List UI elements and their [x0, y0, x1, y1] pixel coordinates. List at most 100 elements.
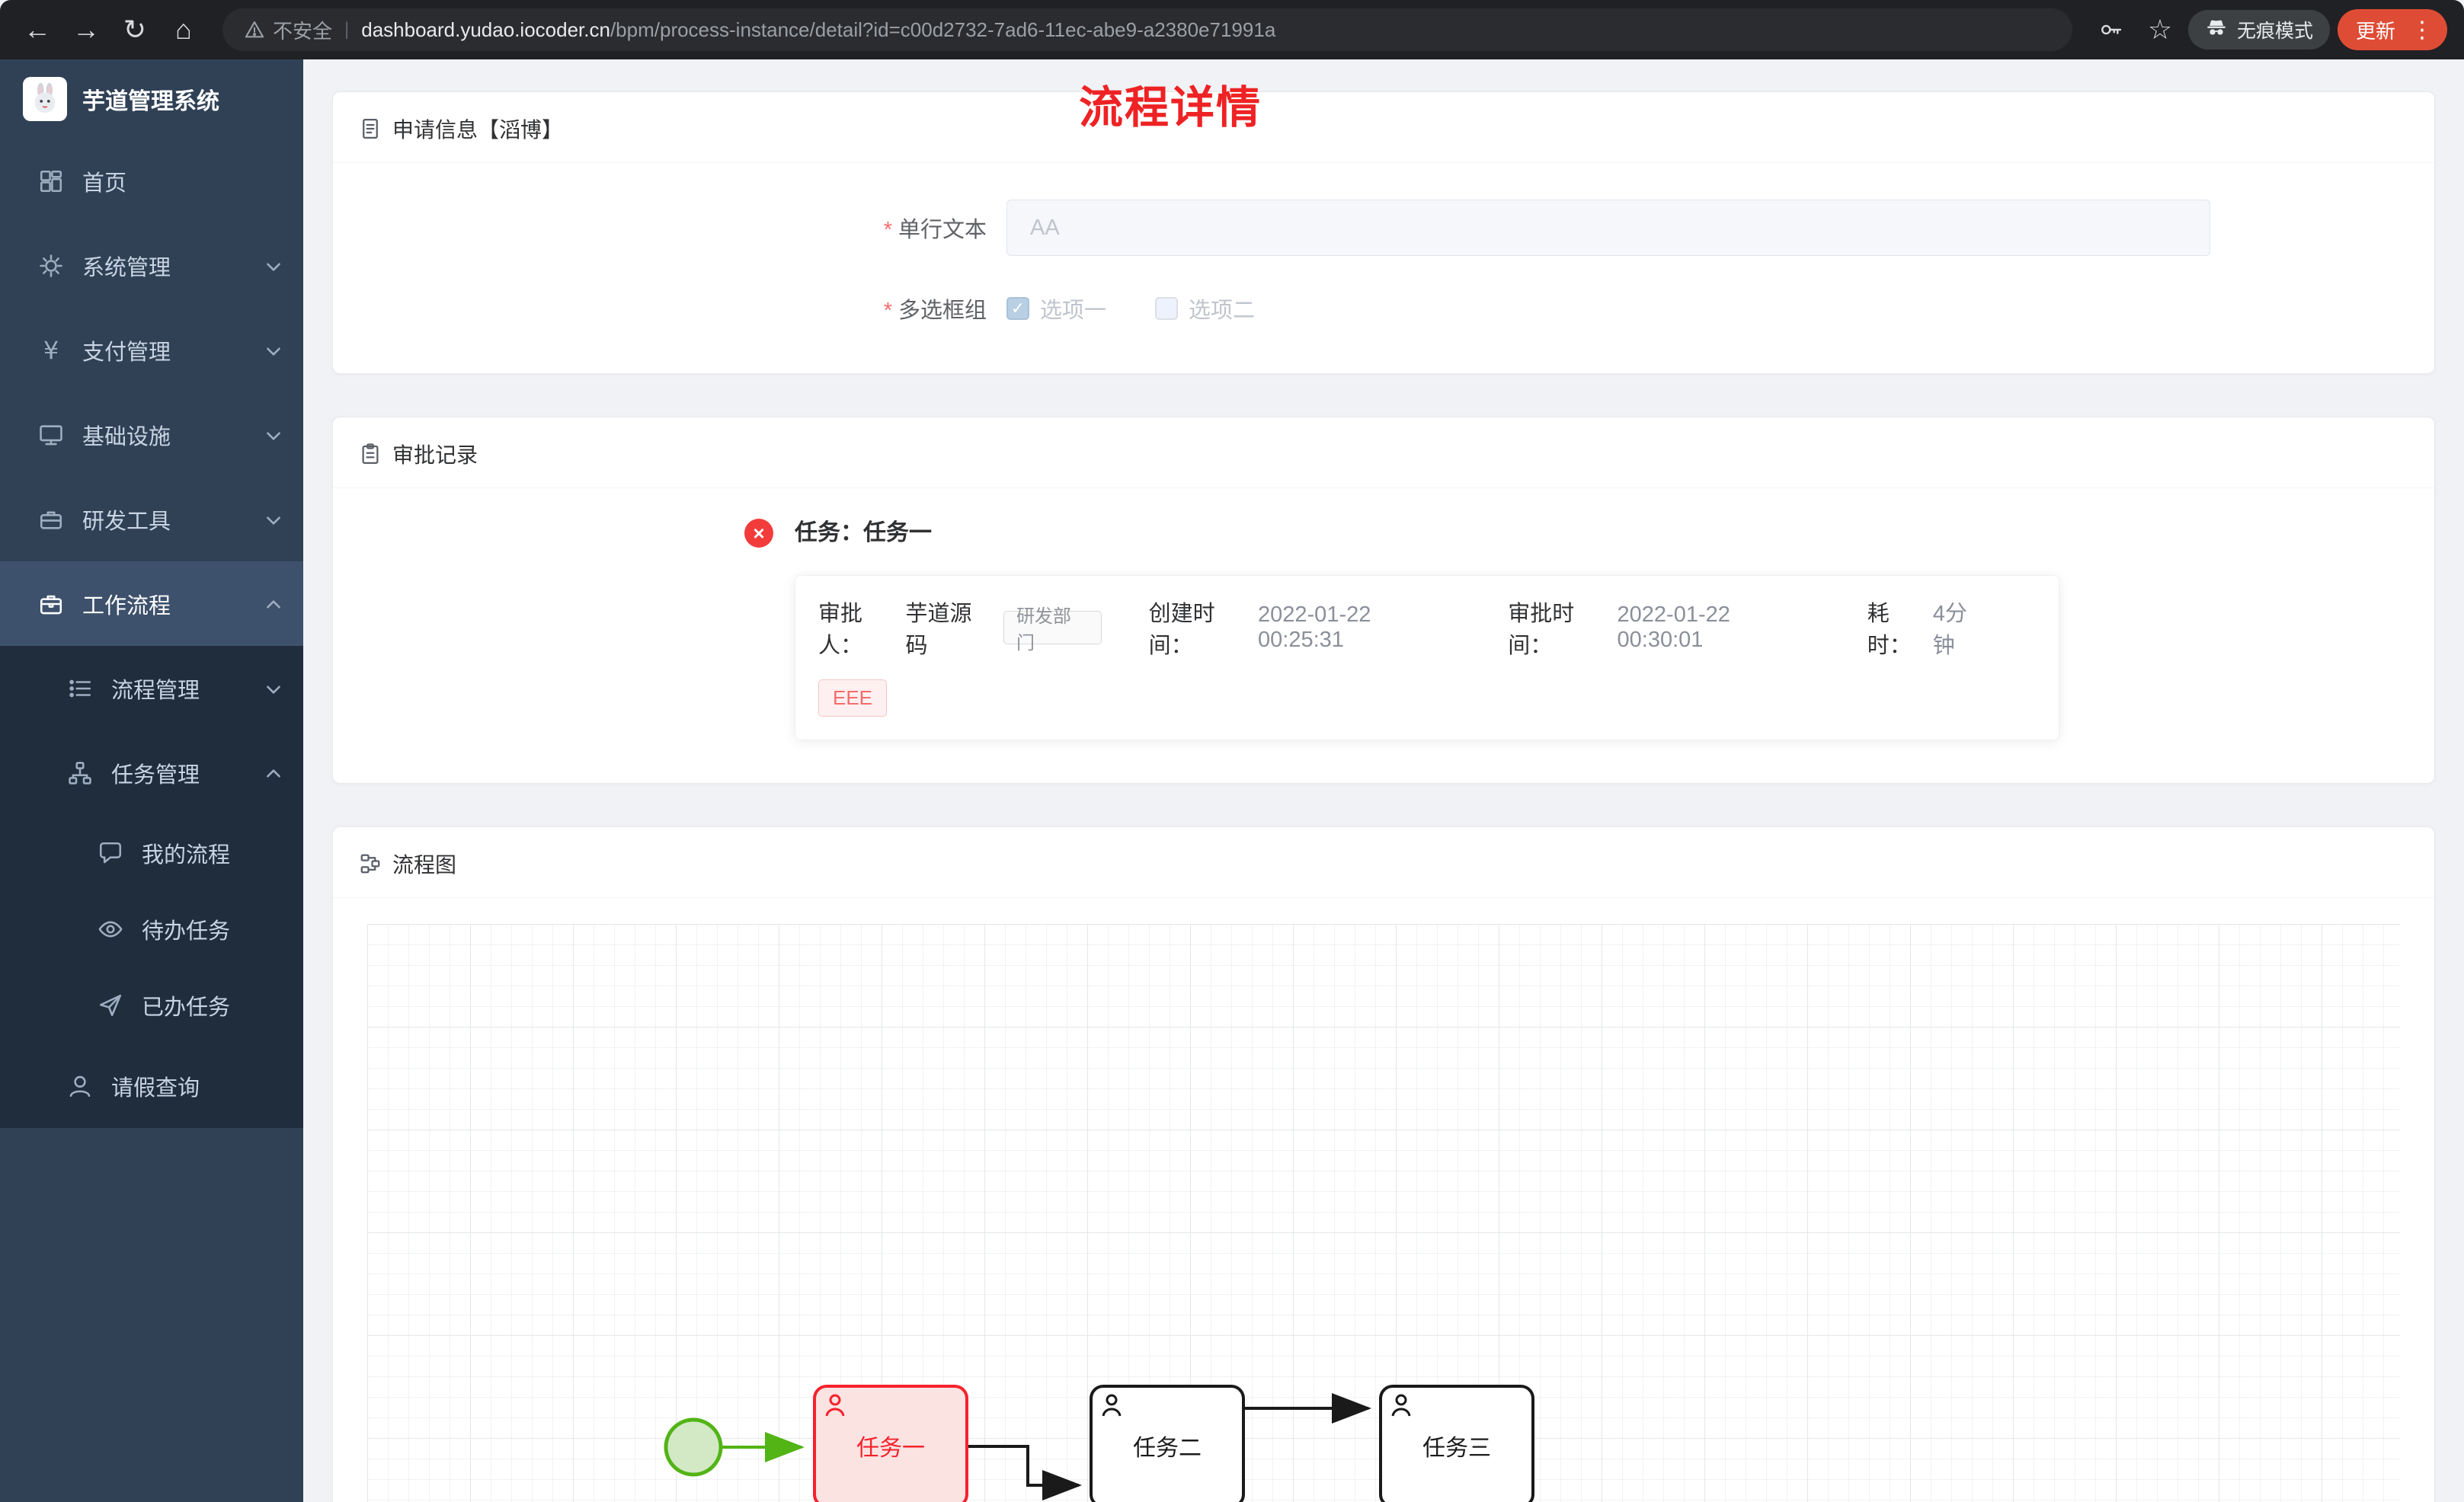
- task-label: 任务二: [1133, 1436, 1202, 1461]
- task-node-3[interactable]: [1379, 1385, 1534, 1502]
- eye-icon: [96, 916, 125, 942]
- sidebar-item-leave-query[interactable]: 请假查询: [0, 1043, 303, 1128]
- incognito-label: 无痕模式: [2236, 21, 2313, 42]
- user-task-icon: [825, 1394, 845, 1417]
- incognito-badge: 无痕模式: [2187, 10, 2330, 50]
- approved-group: 审批时间：2022-01-22 00:30:01: [1508, 602, 1730, 658]
- approval-card-body: × 任务：任务一 审批人：芋道源码 研发部门 创建时间：2022-01-22 0…: [333, 488, 2434, 783]
- toolbox-icon: [37, 507, 66, 532]
- back-icon[interactable]: ←: [24, 14, 51, 45]
- briefcase-icon: [37, 591, 66, 617]
- chat-icon: [96, 840, 125, 866]
- forward-icon[interactable]: →: [72, 14, 100, 45]
- sidebar-item-infra[interactable]: 基础设施: [0, 392, 303, 477]
- sidebar-item-workflow[interactable]: 工作流程: [0, 561, 303, 646]
- sidebar-item-label: 基础设施: [82, 424, 171, 449]
- task-label: 任务三: [1422, 1436, 1491, 1461]
- list-icon: [66, 676, 94, 701]
- approval-detail-box: 审批人：芋道源码 研发部门 创建时间：2022-01-22 00:25:31 审…: [795, 575, 2059, 740]
- incognito-icon: [2205, 16, 2228, 44]
- text-field-label: *单行文本: [883, 218, 987, 242]
- home-icon[interactable]: ⌂: [175, 14, 192, 45]
- comment-tag: EEE: [818, 679, 888, 717]
- checkbox-box[interactable]: ✓: [1006, 297, 1029, 320]
- apply-form: *单行文本 AA *多选框组 ✓选项一 选项二: [333, 163, 2434, 373]
- checkbox-label: 选项二: [1189, 299, 1256, 323]
- created-group: 创建时间：2022-01-22 00:25:31: [1148, 602, 1371, 658]
- org-icon: [66, 760, 94, 786]
- sidebar-item-label: 已办任务: [142, 995, 231, 1020]
- monitor-icon: [37, 422, 66, 448]
- apply-card-header: 申请信息【滔博】: [333, 92, 2434, 163]
- diagram-card-title: 流程图: [392, 853, 457, 877]
- checkbox-option-2[interactable]: 选项二: [1155, 292, 1255, 324]
- single-line-text-input[interactable]: AA: [1006, 200, 2210, 256]
- task-node-1[interactable]: [813, 1385, 968, 1502]
- checkbox-field-label: *多选框组: [883, 299, 987, 323]
- task-node-2[interactable]: [1090, 1385, 1245, 1502]
- approval-card-header: 审批记录: [333, 417, 2434, 488]
- sidebar-item-system[interactable]: 系统管理: [0, 223, 303, 308]
- task-title: 任务：任务一: [795, 520, 932, 545]
- menu-dots-icon[interactable]: ⋮: [2411, 17, 2434, 43]
- sidebar-item-task-mgmt[interactable]: 任务管理: [0, 730, 303, 815]
- sidebar-item-label: 任务管理: [111, 762, 200, 788]
- chevron-down-icon: [264, 341, 283, 367]
- checkbox-box[interactable]: [1155, 297, 1179, 320]
- apply-info-card: 申请信息【滔博】 *单行文本 AA *多选框组 ✓选项一 选项二: [332, 91, 2435, 374]
- warning-icon: [244, 19, 265, 40]
- security-label[interactable]: 不安全: [273, 19, 333, 43]
- sidebar-item-todo-task[interactable]: 待办任务: [0, 891, 303, 967]
- update-button[interactable]: 更新 ⋮: [2337, 9, 2447, 50]
- sidebar: 芋道管理系统 首页系统管理¥支付管理基础设施研发工具工作流程流程管理任务管理我的…: [0, 59, 303, 1502]
- bpmn-canvas: 任务一 任务二 任务三: [367, 924, 2400, 1502]
- duration-group: 耗时：4分钟: [1867, 602, 1967, 658]
- url-path: /bpm/process-instance/detail?id=c00d2732…: [610, 18, 1276, 41]
- sidebar-item-devtools[interactable]: 研发工具: [0, 477, 303, 561]
- user-task-icon: [1102, 1394, 1122, 1417]
- address-bar[interactable]: 不安全 | dashboard.yudao.iocoder.cn/bpm/pro…: [222, 8, 2072, 51]
- approval-record-card: 审批记录 × 任务：任务一 审批人：芋道源码 研发部门: [332, 417, 2435, 784]
- send-icon: [96, 992, 125, 1018]
- sidebar-item-label: 研发工具: [82, 509, 171, 534]
- browser-chrome: ← → ↻ ⌂ 不安全 | dashboard.yudao.iocoder.cn…: [0, 0, 2464, 59]
- sidebar-item-label: 首页: [82, 171, 127, 196]
- reload-icon[interactable]: ↻: [123, 14, 147, 45]
- document-icon: [359, 117, 382, 140]
- diagram-card-body: 任务一 任务二 任务三: [333, 898, 2434, 1502]
- task-label: 任务一: [856, 1436, 925, 1461]
- user-task-icon: [1391, 1394, 1411, 1417]
- app-logo[interactable]: 芋道管理系统: [0, 59, 303, 139]
- sidebar-item-label: 流程管理: [111, 678, 200, 703]
- process-diagram-card: 流程图: [332, 826, 2435, 1502]
- timeline-item: × 任务：任务一 审批人：芋道源码 研发部门 创建时间：2022-01-22 0…: [744, 517, 2404, 740]
- key-icon[interactable]: [2091, 9, 2132, 50]
- chevron-down-icon: [264, 679, 283, 705]
- apply-card-title: 申请信息【滔博】: [392, 118, 564, 142]
- rabbit-logo-icon: [23, 77, 67, 121]
- sidebar-item-my-process[interactable]: 我的流程: [0, 815, 303, 891]
- dashboard-icon: [37, 168, 66, 194]
- sidebar-item-label: 支付管理: [82, 340, 171, 365]
- bpmn-diagram: 任务一 任务二 任务三: [664, 1385, 1534, 1502]
- sidebar-item-process-mgmt[interactable]: 流程管理: [0, 646, 303, 730]
- sidebar-item-label: 待办任务: [142, 919, 231, 944]
- main-content: 流程详情 申请信息【滔博】 *单行文本 AA *多选框组 ✓选项一 选项二: [303, 59, 2464, 1502]
- page-title: 流程详情: [1078, 83, 1262, 133]
- required-asterisk: *: [883, 299, 892, 323]
- sidebar-item-done-task[interactable]: 已办任务: [0, 967, 303, 1043]
- sidebar-item-home[interactable]: 首页: [0, 139, 303, 223]
- rejected-status-icon: ×: [744, 519, 773, 548]
- checkbox-option-1[interactable]: ✓选项一: [1006, 292, 1106, 324]
- update-label: 更新: [2355, 19, 2395, 43]
- required-asterisk: *: [883, 218, 892, 242]
- sidebar-item-payment[interactable]: ¥支付管理: [0, 308, 303, 392]
- diagram-icon: [359, 852, 382, 875]
- flow-task1-to-task2: [967, 1445, 1082, 1500]
- clipboard-icon: [359, 443, 382, 465]
- chevron-down-icon: [264, 257, 283, 283]
- start-event[interactable]: [664, 1417, 723, 1477]
- sidebar-item-label: 工作流程: [82, 593, 171, 618]
- sidebar-item-label: 我的流程: [142, 843, 231, 868]
- star-icon[interactable]: ☆: [2147, 14, 2173, 45]
